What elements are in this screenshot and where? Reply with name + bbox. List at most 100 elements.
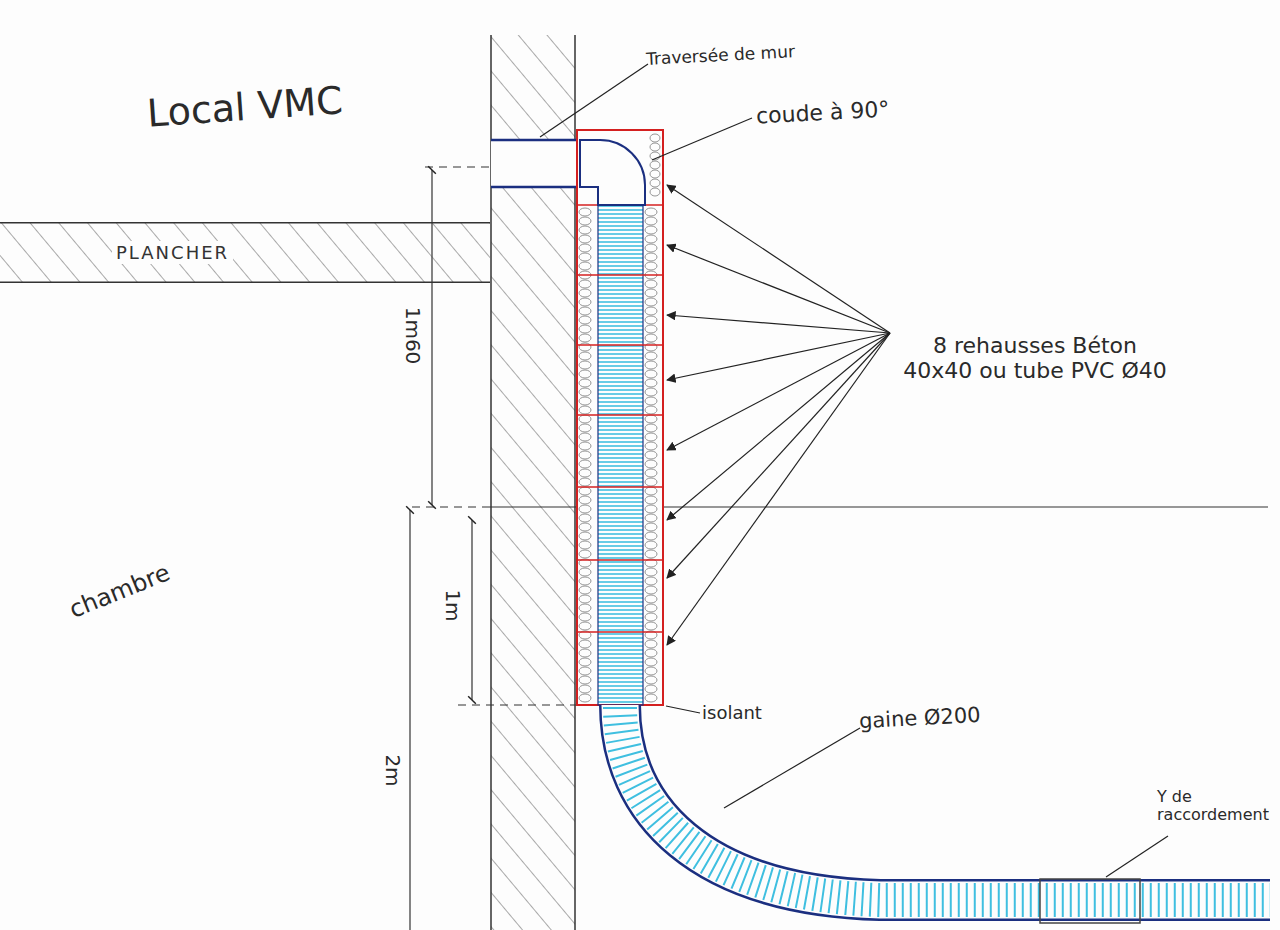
- insulation-loop: [650, 134, 660, 142]
- callout-label: isolant: [702, 703, 762, 724]
- dimension-extension: [458, 704, 578, 705]
- insulation-loop: [579, 469, 591, 477]
- insulation-loop: [645, 352, 657, 360]
- insulation-loop: [579, 244, 591, 252]
- insulation-loop: [645, 667, 657, 675]
- insulation-loop: [645, 379, 657, 387]
- leader-line: [667, 333, 890, 450]
- insulation-loop: [645, 541, 657, 549]
- dimension-line: [409, 510, 410, 930]
- insulation-loop: [645, 532, 657, 540]
- insulation-loop: [579, 298, 591, 306]
- insulation-loop: [645, 217, 657, 225]
- insulation-loop: [579, 685, 591, 693]
- insulation-loop: [579, 217, 591, 225]
- insulation-loop: [645, 640, 657, 648]
- insulation-loop: [650, 143, 660, 151]
- insulation-loop: [645, 550, 657, 558]
- insulation-loop: [645, 577, 657, 585]
- insulation-loop: [645, 514, 657, 522]
- leader-line: [667, 315, 890, 333]
- insulation-loop: [579, 694, 591, 702]
- leader-line: [667, 185, 890, 333]
- floor-label: PLANCHER: [112, 241, 233, 264]
- insulation-loop: [645, 343, 657, 351]
- insulation-loop: [579, 622, 591, 630]
- insulation-loop: [579, 496, 591, 504]
- floor-hatch: [0, 222, 490, 283]
- leader-line: [667, 333, 890, 520]
- dimension-line: [431, 170, 432, 505]
- insulation-loop: [579, 514, 591, 522]
- dimension-label: 2m: [381, 754, 404, 786]
- insulation-loop: [579, 604, 591, 612]
- insulation-loop: [579, 208, 591, 216]
- leader-line: [540, 64, 648, 137]
- elbow-90: [580, 140, 645, 205]
- insulation-loop: [645, 370, 657, 378]
- insulation-loop: [579, 586, 591, 594]
- insulation-loop: [645, 451, 657, 459]
- insulation-loop: [579, 649, 591, 657]
- dimension-line: [471, 520, 472, 700]
- insulation-loop: [645, 442, 657, 450]
- leader-line: [1106, 836, 1168, 877]
- leader-lines: [540, 64, 1168, 877]
- insulation-loop: [645, 649, 657, 657]
- insulation-loop: [579, 460, 591, 468]
- insulation-loop: [645, 433, 657, 441]
- insulation-loop: [579, 523, 591, 531]
- insulation-loop: [645, 604, 657, 612]
- insulation-loop: [645, 289, 657, 297]
- rehausse-joint: [577, 344, 663, 346]
- insulation-loop: [645, 676, 657, 684]
- insulation-loop: [650, 161, 660, 169]
- rehausse-joint: [577, 631, 663, 633]
- insulation-loop: [579, 262, 591, 270]
- insulation-loop: [579, 361, 591, 369]
- insulation-loop: [579, 352, 591, 360]
- y-fitting: [1040, 879, 1140, 923]
- insulation-loop: [579, 613, 591, 621]
- insulation-loop: [579, 640, 591, 648]
- rehausse-joint: [577, 274, 663, 276]
- insulation-loop: [645, 694, 657, 702]
- insulation-loop: [645, 523, 657, 531]
- insulation-loop: [579, 334, 591, 342]
- gaine-duct: [620, 705, 1270, 900]
- insulation-loop: [645, 568, 657, 576]
- insulation-loop: [579, 451, 591, 459]
- callout-label: 8 rehausses Béton 40x40 ou tube PVC Ø40: [895, 333, 1175, 384]
- insulation-loop: [645, 244, 657, 252]
- insulation-loop: [645, 307, 657, 315]
- rehausse-joint: [577, 486, 663, 488]
- insulation-loop: [579, 280, 591, 288]
- insulation-loop: [579, 532, 591, 540]
- insulation-loop: [579, 379, 591, 387]
- insulation-loop: [645, 316, 657, 324]
- insulation-loop: [645, 469, 657, 477]
- insulation-loop: [579, 478, 591, 486]
- insulation-loop: [645, 325, 657, 333]
- insulation-loop: [645, 226, 657, 234]
- insulation-loop: [579, 541, 591, 549]
- dimension-extension: [425, 166, 490, 167]
- insulation-loop: [579, 433, 591, 441]
- gaine-duct: [620, 705, 1270, 900]
- insulation-loop: [579, 442, 591, 450]
- leader-line: [652, 118, 752, 160]
- wall-crossing: [491, 140, 579, 187]
- insulation-loop: [579, 415, 591, 423]
- insulation-loop: [650, 179, 660, 187]
- insulation-loop: [645, 406, 657, 414]
- insulation-loop: [645, 235, 657, 243]
- insulation-loop: [579, 406, 591, 414]
- insulation-loop: [645, 613, 657, 621]
- insulation-loop: [579, 325, 591, 333]
- insulation-loop: [579, 568, 591, 576]
- dimension-extension: [412, 506, 490, 507]
- insulation-loop: [579, 676, 591, 684]
- insulation-loop: [579, 289, 591, 297]
- insulation-loop: [645, 415, 657, 423]
- insulation-loop: [645, 658, 657, 666]
